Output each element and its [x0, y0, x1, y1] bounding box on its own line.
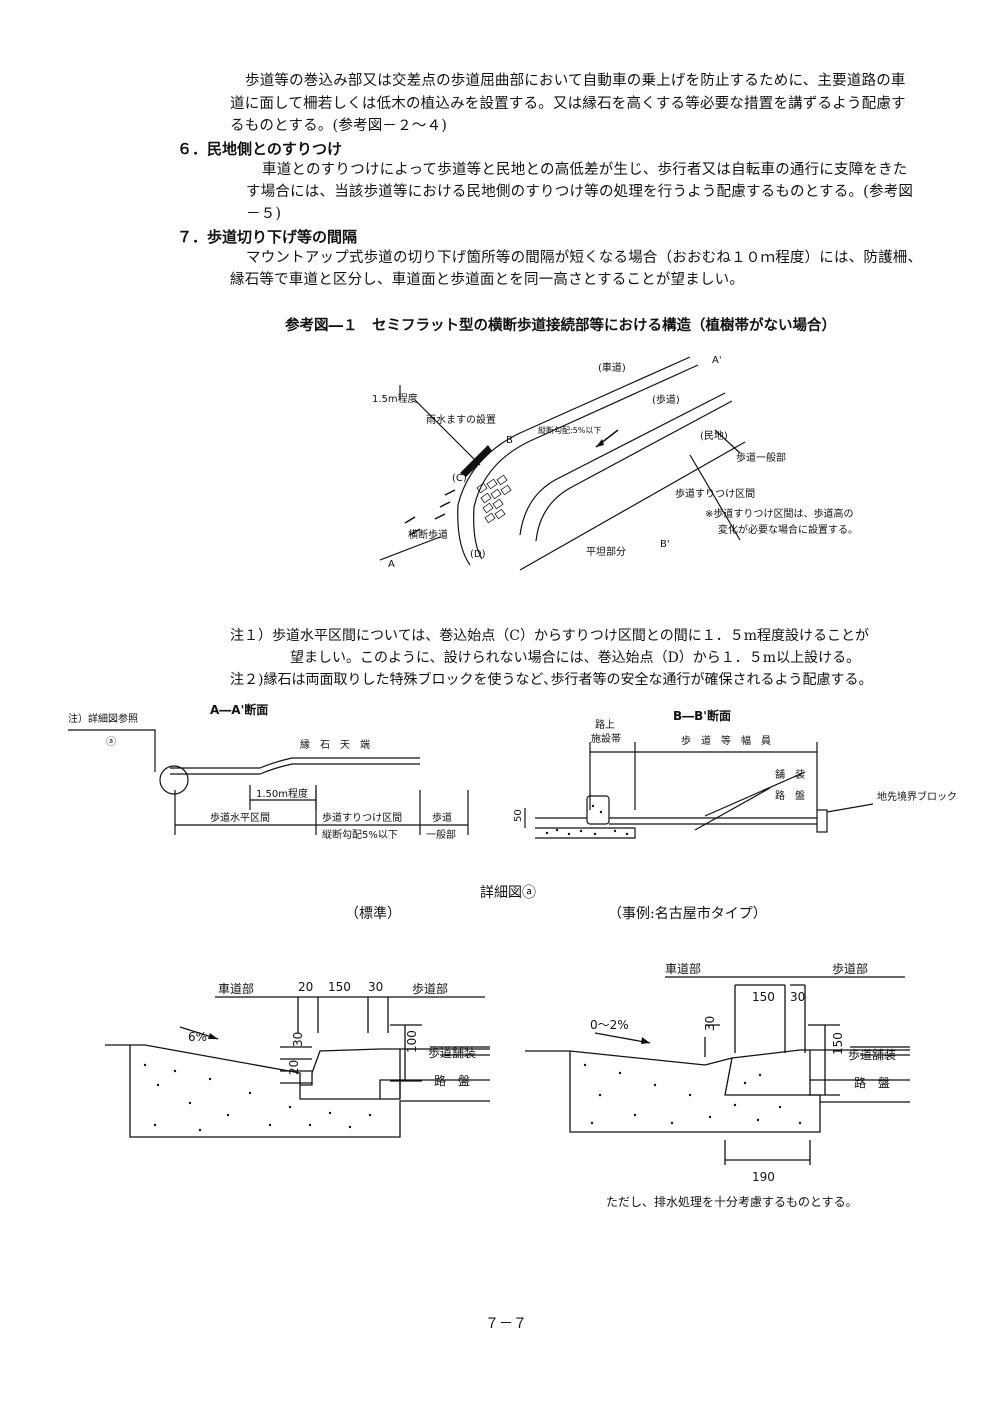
- detail-nagoya-label: （事例:名古屋市タイプ）: [608, 906, 767, 922]
- bb-width: 歩 道 等 幅 員: [681, 734, 771, 747]
- fig1-remark-1: ※歩道すりつけ区間は、歩道高の: [705, 507, 853, 520]
- aa-ref-mark: ⓐ: [106, 736, 116, 748]
- bb-base: 路 盤: [775, 789, 805, 802]
- fig1-b-prime: B': [660, 539, 670, 550]
- fig1-len15: 1.5m程度: [372, 392, 418, 405]
- aa-ref: 注）詳細図参照: [68, 712, 138, 725]
- section-6-line-2: す場合には、当該歩道等における民地側のすりつけ等の処理を行うよう配慮するものとす…: [246, 184, 914, 200]
- section-bb-diagram: B―B'断面 路上 施設帯 歩 道 等 幅 員 舗 装 路 盤 地先境界ブロック…: [513, 708, 957, 839]
- detail-title: 詳細図ⓐ: [480, 885, 536, 901]
- aa-title: A―A'断面: [210, 702, 268, 717]
- bb-facility-2: 施設帯: [591, 732, 621, 745]
- aa-horizontal: 歩道水平区間: [210, 811, 270, 824]
- section-6-line-1: 車道とのすりつけによって歩道等と民地との高低差が生じ、歩行者又は自転車の通行に支…: [262, 162, 908, 178]
- section-7-line-1: マウントアップ式歩道の切り下げ箇所等の間隔が短くなる場合（おおむね１０ｍ程度）に…: [246, 250, 923, 266]
- detail-right-v150: 150: [831, 1032, 845, 1055]
- figure-1-diagram: (車道) (歩道) (民地) A' B B' A (C) (D) 1.5m程度 …: [372, 355, 858, 571]
- detail-left-d150: 150: [328, 980, 351, 994]
- detail-left-roadway: 車道部: [218, 981, 254, 996]
- detail-right-pave: 歩道舗装: [848, 1047, 896, 1062]
- detail-standard-diagram: 車道部 歩道部 20 150 30 6% 30 20 100 歩道舗装 路 盤: [105, 980, 490, 1138]
- fig1-drain: 雨水ますの設置: [426, 413, 496, 426]
- detail-left-base: 路 盤: [434, 1073, 470, 1088]
- intro-line-2: 道に面して柵若しくは低木の植込みを設置する。又は縁石を高くする等必要な措置を講ず…: [230, 96, 906, 112]
- section-7-line-2: 縁石等で車道と区分し、車道面と歩道面とを同一高さとすることが望ましい。: [230, 272, 745, 288]
- detail-footnote: ただし、排水処理を十分考慮するものとする。: [606, 1195, 858, 1209]
- fig1-a-prime: A': [712, 355, 722, 366]
- detail-right-sidewalk: 歩道部: [832, 961, 868, 976]
- fig1-sidewalk: (歩道): [652, 393, 680, 406]
- aa-transition: 歩道すりつけ区間: [322, 811, 402, 824]
- bb-boundary: 地先境界ブロック: [877, 790, 957, 803]
- aa-slope: 縦断勾配5%以下: [322, 828, 398, 841]
- bb-dim-50: 50: [513, 809, 524, 822]
- fig1-transition: 歩道すりつけ区間: [675, 487, 755, 500]
- fig1-remark-2: 変化が必要な場合に設置する。: [718, 523, 858, 536]
- fig1-slope: 縦断勾配:5%以下: [538, 425, 601, 435]
- detail-right-base: 路 盤: [854, 1075, 890, 1090]
- detail-left-d20: 20: [298, 980, 313, 994]
- section-7-heading: ７．歩道切り下げ等の間隔: [177, 228, 358, 246]
- detail-left-v20: 20: [287, 1060, 301, 1075]
- fig1-c: (C): [452, 473, 467, 484]
- bb-title: B―B'断面: [673, 708, 731, 723]
- section-6-heading: ６．民地側とのすりつけ: [177, 140, 343, 158]
- detail-left-sidewalk: 歩道部: [412, 981, 448, 996]
- aa-sidewalk: 歩道: [432, 811, 452, 824]
- detail-right-d150: 150: [752, 990, 775, 1004]
- aa-general: 一般部: [426, 828, 456, 841]
- detail-right-d30: 30: [790, 990, 805, 1004]
- section-6-line-3: －５): [246, 206, 282, 222]
- detail-left-d30: 30: [368, 980, 383, 994]
- note-1b: 望ましい。このように、設けられない場合には、巻込始点（D）から１．５m以上設ける…: [290, 650, 861, 666]
- detail-right-grade: 0～2%: [590, 1018, 629, 1032]
- fig1-d: (D): [470, 549, 486, 560]
- fig1-general: 歩道一般部: [736, 451, 786, 464]
- detail-right-v30: 30: [703, 1016, 717, 1031]
- fig1-roadway: (車道): [598, 361, 626, 374]
- intro-line-1: 歩道等の巻込み部又は交差点の歩道屈曲部において自動車の乗上げを防止するために、主…: [245, 73, 906, 89]
- fig1-b: B: [506, 435, 513, 446]
- fig1-crosswalk: 横断歩道: [408, 528, 448, 541]
- detail-left-v100: 100: [405, 1030, 419, 1053]
- aa-len150: 1.50m程度: [256, 787, 308, 800]
- section-aa-diagram: A―A'断面 注）詳細図参照 ⓐ 縁 石 天 端 1.50m程度 歩道水平区間 …: [68, 702, 469, 841]
- fig1-a: A: [388, 559, 395, 570]
- detail-left-v30: 30: [291, 1032, 305, 1047]
- detail-left-grade: 6%: [188, 1030, 207, 1044]
- bb-pavement: 舗 装: [775, 768, 805, 781]
- note-1a: 注１）歩道水平区間については、巻込始点（C）からすりつけ区間との間に１．５m程度…: [230, 628, 870, 644]
- aa-curb-top: 縁 石 天 端: [300, 738, 370, 751]
- page-number: ７－７: [485, 1316, 527, 1332]
- detail-standard-label: （標準）: [345, 906, 401, 922]
- detail-nagoya-diagram: 車道部 歩道部 150 30 0～2% 30 150 歩道舗装 路 盤 190: [525, 961, 910, 1184]
- note-2: 注２)縁石は両面取りした特殊ブロックを使うなど､歩行者等の安全な通行が確保される…: [230, 672, 873, 688]
- bb-facility-1: 路上: [595, 718, 615, 731]
- intro-line-3: るものとする。(参考図－２～４): [230, 118, 448, 134]
- detail-right-roadway: 車道部: [665, 961, 701, 976]
- fig1-private: (民地): [700, 429, 728, 442]
- figure-1-caption: 参考図―１ セミフラット型の横断歩道接続部等における構造（植樹帯がない場合）: [285, 318, 836, 334]
- detail-right-d190: 190: [752, 1170, 775, 1184]
- fig1-flat: 平坦部分: [586, 545, 626, 558]
- detail-left-pave: 歩道舗装: [428, 1045, 476, 1060]
